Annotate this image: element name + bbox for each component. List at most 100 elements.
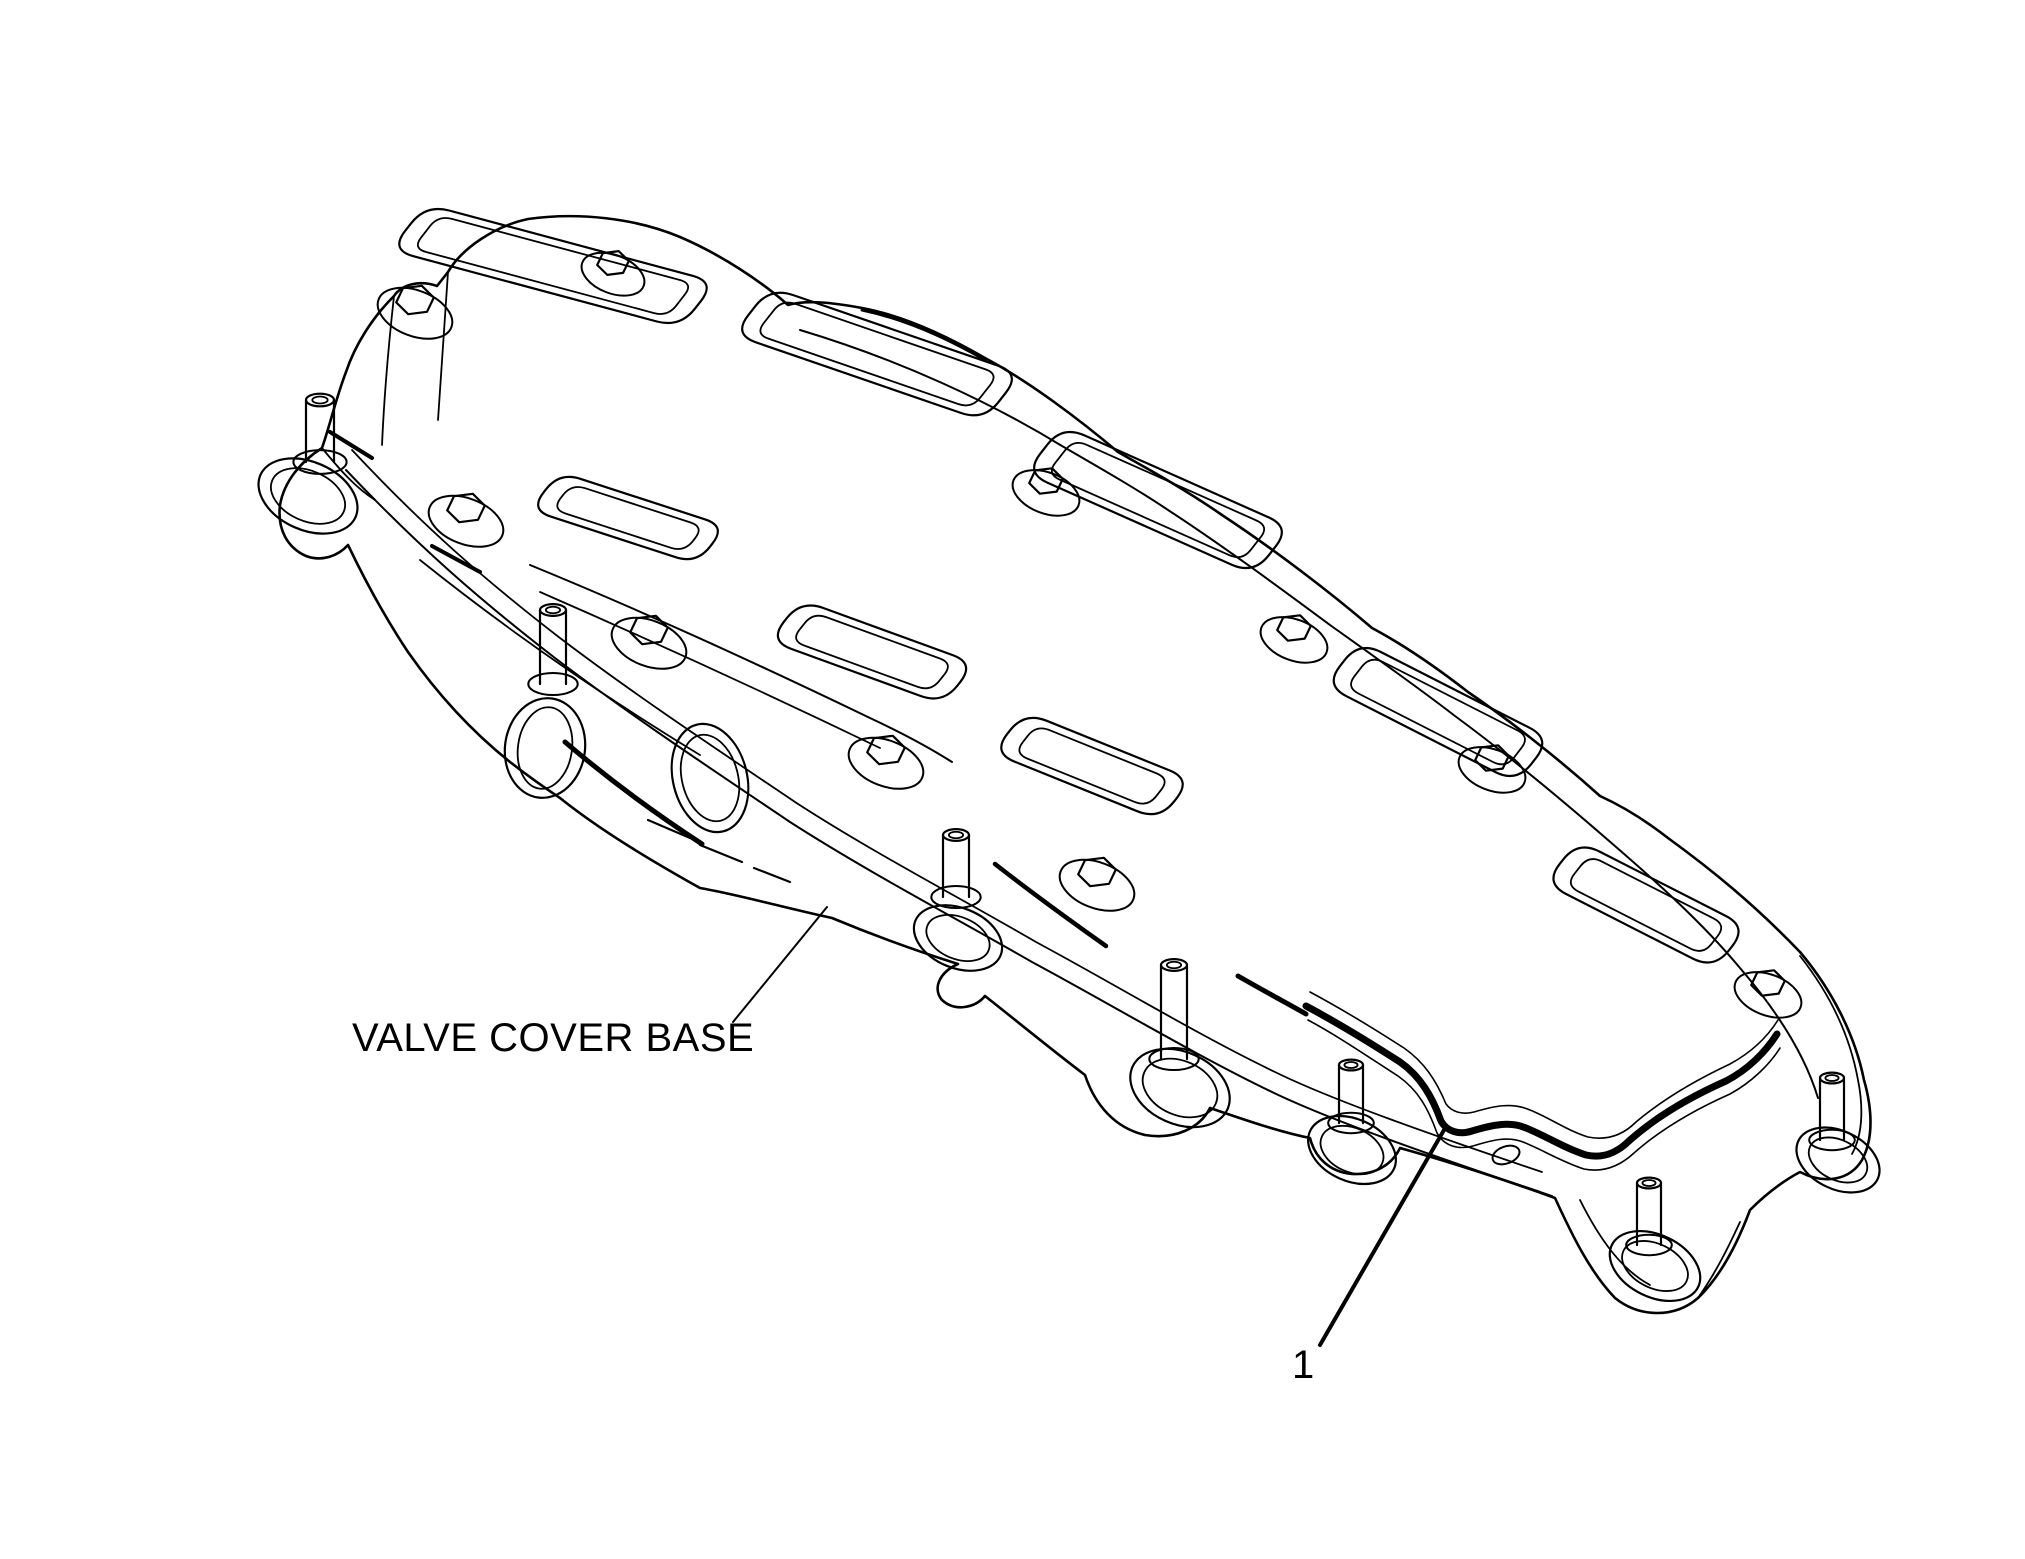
rocker-pad [741, 291, 1013, 417]
rocker-pad [1033, 430, 1283, 570]
stud-sides [1818, 1076, 1846, 1142]
stud-base-boss [1808, 1128, 1856, 1152]
stud-top [1818, 1071, 1846, 1085]
hex-bolt [610, 614, 688, 670]
flange-ear [1129, 1047, 1231, 1129]
bolt-boss [847, 736, 925, 790]
stud-base-boss [527, 671, 579, 697]
pad-outer [776, 604, 968, 700]
left-edge-3 [321, 447, 376, 501]
hex-bolt [1011, 467, 1081, 517]
bolt-boss [1011, 469, 1081, 517]
hex-bolt [580, 250, 646, 297]
bolt-boss [376, 286, 454, 340]
ear-outer [1307, 1114, 1397, 1186]
edge-shadow-2 [992, 861, 1109, 949]
bolt-boss [427, 494, 505, 548]
hex-bolt [847, 734, 925, 790]
bolt-boss [610, 616, 688, 670]
hex-bolt [427, 492, 505, 548]
stud-base-boss [930, 884, 982, 910]
wall-band-a [529, 564, 953, 763]
ear-outer [912, 904, 1004, 972]
ear-outer [1795, 1126, 1881, 1194]
front-wall-seam-2 [351, 449, 1543, 1173]
valve-cover-base-label: VALVE COVER BASE [352, 1016, 754, 1060]
stud-bore [1343, 1061, 1359, 1069]
bolt-boss [1058, 858, 1136, 912]
stud-bore [1165, 960, 1183, 970]
flange-ear [912, 904, 1004, 972]
stud-bore [311, 395, 329, 405]
pad-inner [1569, 858, 1723, 952]
ear-outer [257, 457, 359, 535]
pad-outer [1033, 430, 1283, 570]
valve-cover-base-leader-line [732, 906, 828, 1023]
callout-1-leader-line [1318, 1128, 1446, 1347]
stud-top [304, 392, 336, 408]
ear-inner [1807, 1136, 1869, 1184]
pad-outer [398, 207, 708, 325]
ear-outer [1129, 1047, 1231, 1129]
stud-base-boss [1148, 1046, 1200, 1072]
pad-outer [1000, 716, 1184, 816]
rocker-pad [776, 604, 968, 700]
upper-flange-inner-edge [799, 329, 1819, 1099]
edge-shadow-4 [328, 430, 374, 460]
rocker-pad [1552, 846, 1740, 964]
mounting-stud [1327, 1058, 1375, 1135]
stud-sides [1635, 1181, 1663, 1247]
stud-top [1337, 1058, 1365, 1072]
front-wall-seam [345, 469, 1541, 1193]
flange-ear [1307, 1114, 1397, 1186]
ear-inner [1319, 1124, 1385, 1176]
hex-bolt [1733, 969, 1803, 1019]
stud-top [1635, 1176, 1663, 1190]
stud-bore [1824, 1074, 1840, 1082]
mounting-stud [527, 603, 579, 697]
ear-outer [503, 697, 587, 799]
stud-bore [1641, 1179, 1657, 1187]
ear-inner [1621, 1240, 1689, 1292]
pad-inner [1050, 441, 1266, 559]
ear-inner [516, 706, 574, 790]
pad-inner [416, 217, 690, 315]
mounting-stud [1808, 1071, 1856, 1152]
wall-band-b [419, 559, 701, 756]
pad-inner [1018, 727, 1166, 805]
right-skirt-1 [1579, 1199, 1651, 1286]
pad-inner [759, 301, 995, 407]
flange-ear [1795, 1126, 1881, 1194]
rocker-pad [1332, 646, 1544, 778]
stud-base-boss [1625, 1233, 1673, 1257]
pad-outer [1552, 846, 1740, 964]
mounting-stud [930, 828, 982, 910]
stud-top [1159, 958, 1189, 972]
stud-top [538, 603, 568, 617]
bolt-boss [1457, 746, 1527, 794]
stud-sides [1159, 963, 1189, 1061]
stud-sides [538, 608, 568, 686]
gasket-groove-upper [1309, 991, 1779, 1139]
stud-bore [544, 605, 562, 615]
stud-bore [947, 830, 965, 840]
edge-shadow-3 [430, 544, 482, 574]
pad-inner [556, 486, 700, 550]
front-port-outer [670, 722, 750, 834]
port-dashes [646, 818, 792, 884]
bolt-boss [580, 251, 646, 297]
rocker-pad [1000, 716, 1184, 816]
edge-shadow-1 [562, 739, 705, 847]
bolt-boss [1259, 616, 1329, 664]
part-linework [257, 207, 1881, 1347]
hex-bolt [1058, 856, 1136, 912]
right-cap-inner-edge [1799, 955, 1863, 1155]
stud-top [941, 828, 971, 842]
bolt-boss [1733, 971, 1803, 1019]
pad-outer [537, 475, 719, 561]
ear-inner [925, 914, 991, 962]
pad-outer [741, 291, 1013, 417]
rocker-pad [537, 475, 719, 561]
right-skirt-2 [1699, 1221, 1741, 1296]
